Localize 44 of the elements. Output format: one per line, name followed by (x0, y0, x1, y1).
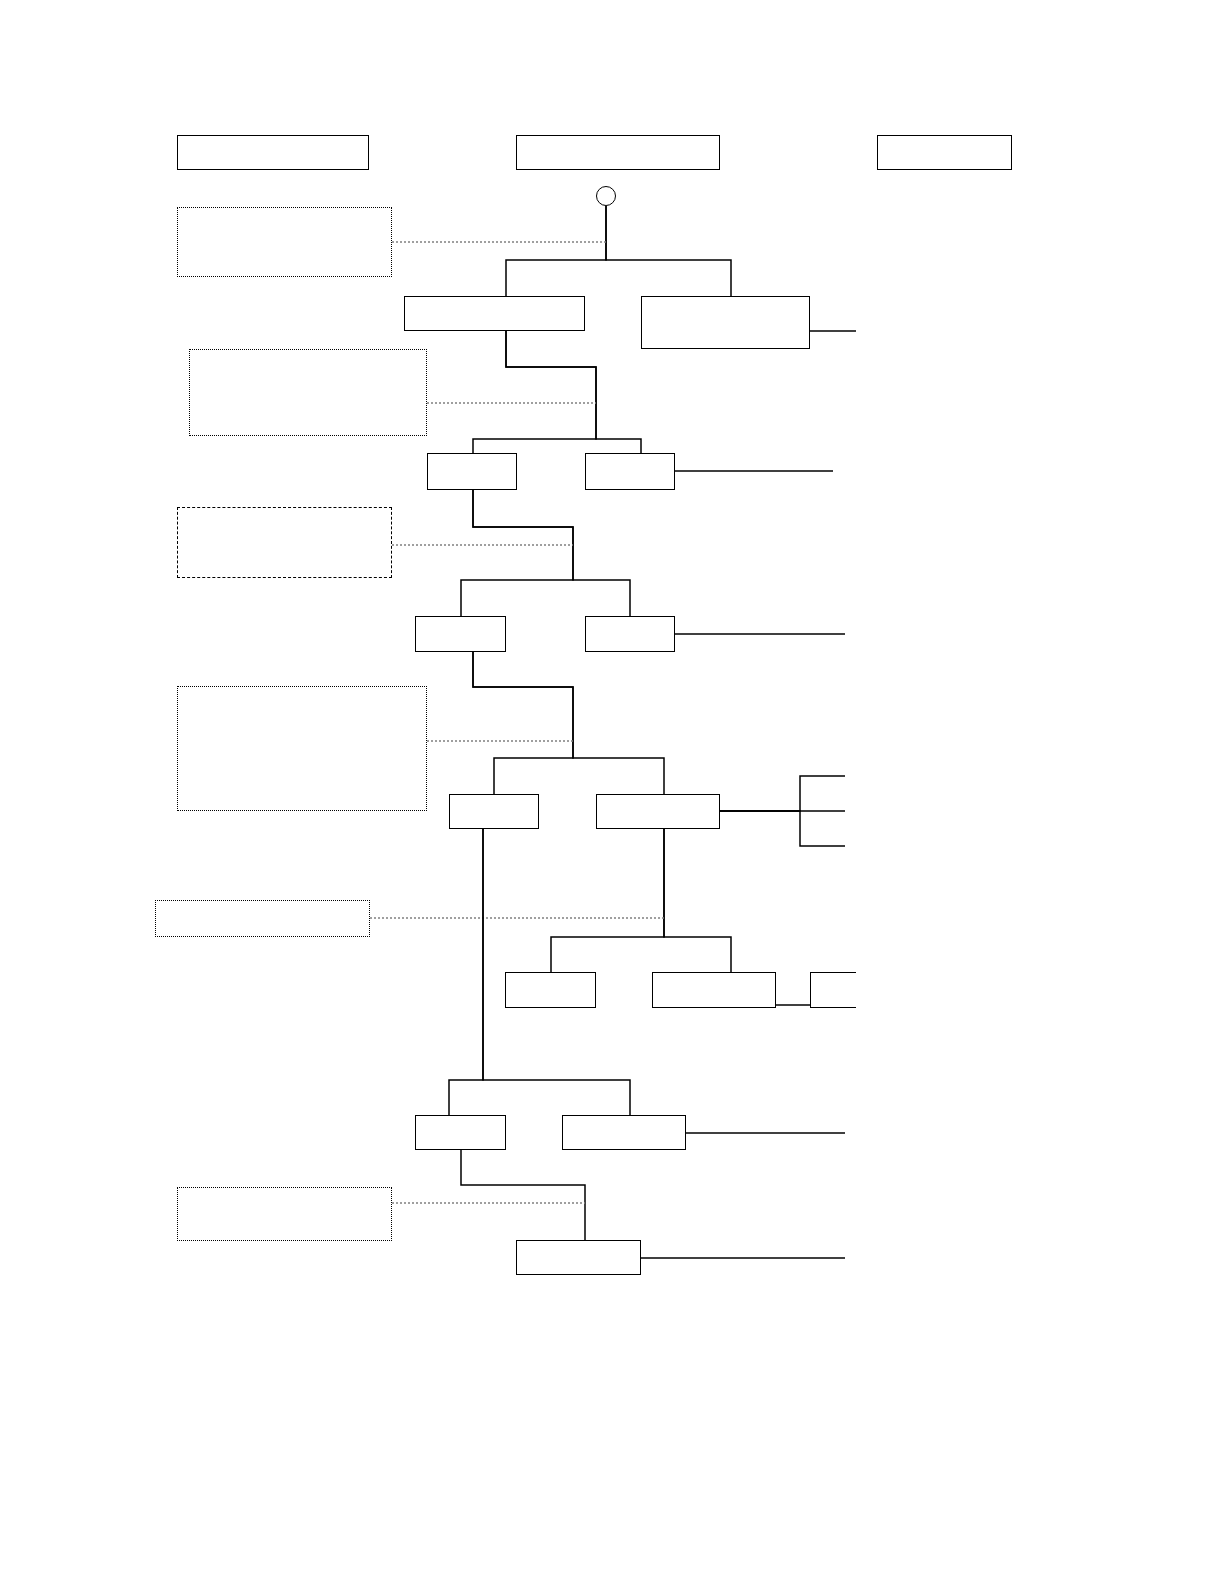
connector-line (809, 330, 857, 332)
process-box (652, 972, 776, 1008)
process-box (585, 453, 675, 490)
header-box (177, 135, 369, 170)
process-box (585, 616, 675, 652)
note-box (177, 507, 392, 578)
process-box (404, 296, 585, 331)
leader-line (391, 1202, 586, 1204)
process-box (415, 616, 506, 652)
leader-line (426, 740, 574, 742)
start-circle (596, 186, 616, 206)
note-box (177, 207, 392, 277)
process-box (810, 972, 856, 1008)
process-box (427, 453, 517, 490)
connector-line (674, 470, 834, 472)
connector-line (685, 1132, 846, 1134)
leader-line (391, 241, 607, 243)
process-box (505, 972, 596, 1008)
connector-line (674, 633, 846, 635)
process-box (641, 296, 810, 349)
connector-line (719, 810, 846, 847)
process-box (415, 1115, 506, 1150)
process-box (596, 794, 720, 829)
note-box (177, 686, 427, 811)
leader-line (369, 917, 665, 919)
connector-line (460, 1149, 586, 1241)
note-box (189, 349, 427, 436)
header-box (877, 135, 1012, 170)
process-box (562, 1115, 686, 1150)
connector-line (472, 651, 665, 795)
leader-line (426, 402, 597, 404)
process-box (449, 794, 539, 829)
process-box (516, 1240, 641, 1275)
header-box (516, 135, 720, 170)
note-box (177, 1187, 392, 1241)
leader-line (391, 544, 574, 546)
connector-line (505, 330, 642, 454)
connector-line (640, 1257, 846, 1259)
connector-line (472, 489, 631, 617)
note-box (155, 900, 370, 937)
connector-line (663, 828, 732, 973)
connector-line (775, 1004, 811, 1006)
connector-line (482, 828, 631, 1116)
connector-line (605, 205, 732, 297)
